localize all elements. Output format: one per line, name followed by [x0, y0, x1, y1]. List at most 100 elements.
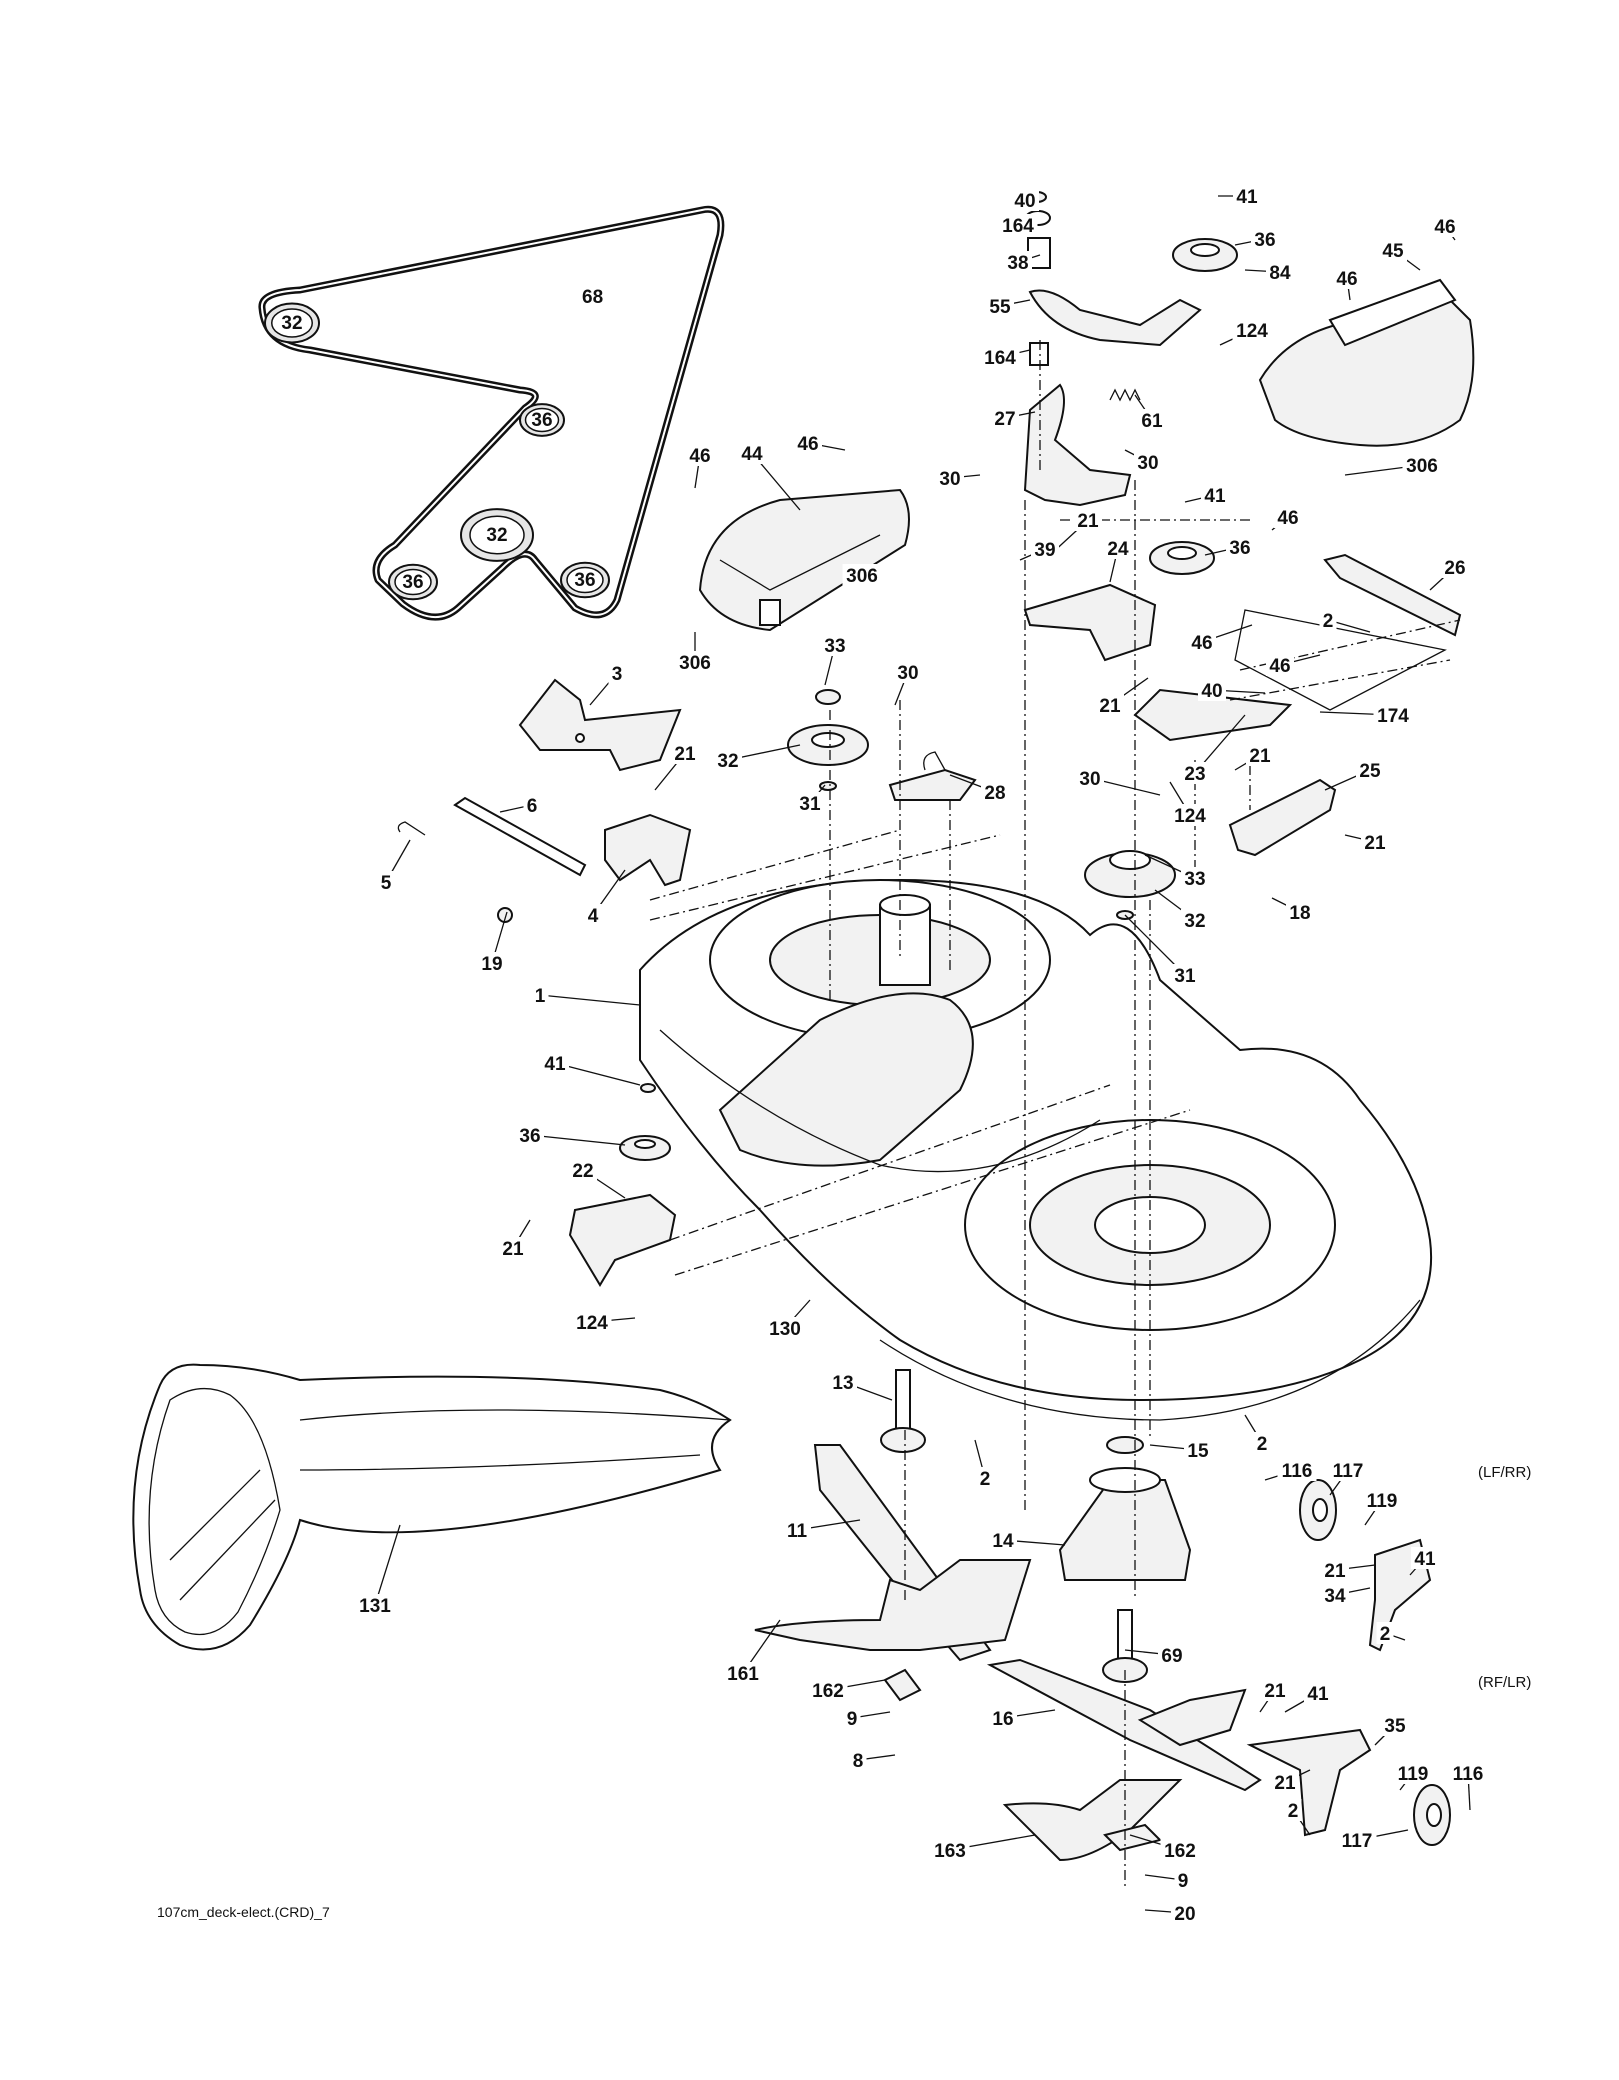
- callout-label-bg: [569, 1159, 597, 1181]
- callout-label-bg: [686, 444, 714, 466]
- callout-label: 38: [1007, 253, 1028, 274]
- callout-label: 16: [992, 1709, 1013, 1730]
- callout-label-bg: [808, 1679, 848, 1701]
- leader-line: [374, 1524, 401, 1606]
- rod-6: [453, 796, 587, 877]
- callout-label-bg: [523, 794, 541, 816]
- callout-label-bg: [1174, 1869, 1192, 1891]
- callout-label-bg: [986, 295, 1014, 317]
- callout-label: 32: [717, 751, 738, 772]
- callout-label-bg: [1246, 744, 1274, 766]
- callout-label: 9: [1178, 1871, 1189, 1892]
- bracket-26: [1234, 553, 1462, 711]
- callout-label: 8: [853, 1751, 864, 1772]
- callout-label-bg: [1376, 1622, 1394, 1644]
- callout-label: 46: [797, 434, 818, 455]
- callout-label-bg: [1232, 319, 1272, 341]
- callout-label-bg: [796, 792, 824, 814]
- callout-label: 22: [572, 1161, 593, 1182]
- callout-label: 36: [519, 1126, 540, 1147]
- callout-label-bg: [541, 1052, 569, 1074]
- callout-label-bg: [991, 407, 1019, 429]
- callout-label: 27: [994, 409, 1015, 430]
- discharge-chute: [132, 1363, 732, 1651]
- callout-label: 161: [727, 1664, 759, 1685]
- callout-label-bg: [989, 1707, 1017, 1729]
- callout-label: 33: [824, 636, 845, 657]
- callout-label: 46: [1434, 217, 1455, 238]
- callout-label: 6: [527, 796, 538, 817]
- callout-label: 31: [799, 794, 821, 815]
- callout-label: 21: [1077, 511, 1099, 532]
- belt-pulley-hub: [524, 407, 560, 433]
- callout-label: 30: [897, 663, 918, 684]
- callout-label-bg: [1226, 536, 1254, 558]
- callout-label: 163: [934, 1841, 966, 1862]
- callout-label-bg: [1134, 451, 1162, 473]
- pulley-36-left: [619, 1083, 671, 1161]
- callout-label-bg: [1286, 901, 1314, 923]
- callout-label-bg: [989, 1529, 1017, 1551]
- callout-label: 35: [1384, 1716, 1406, 1737]
- callout-label: 25: [1359, 761, 1381, 782]
- pulley-32-center: [787, 689, 869, 791]
- callout-label: 84: [1269, 263, 1291, 284]
- callout-label-bg: [675, 651, 715, 673]
- belt-cover-right: [1258, 278, 1475, 447]
- callout-label-bg: [1198, 679, 1226, 701]
- callout-label-bg: [998, 214, 1038, 236]
- callout-label: 41: [1307, 1684, 1329, 1705]
- callout-label-bg: [1253, 1432, 1271, 1454]
- mower-deck-housing: [639, 878, 1433, 1421]
- belt-pulley-hub: [566, 566, 604, 594]
- spring-61: [1109, 388, 1141, 402]
- callout-label: 46: [1336, 269, 1357, 290]
- callout-label-bg: [1233, 185, 1261, 207]
- callout-label: 174: [1377, 706, 1409, 727]
- callout-label-bg: [1448, 1762, 1488, 1784]
- callout-label-bg: [1356, 759, 1384, 781]
- callout-label-bg: [1074, 509, 1102, 531]
- callout-label: 21: [502, 1239, 524, 1260]
- callout-label-bg: [572, 1311, 612, 1333]
- belt-pulley-hub: [394, 568, 432, 596]
- callout-label-bg: [1321, 1559, 1349, 1581]
- callout-label-bg: [1171, 964, 1199, 986]
- callout-label: 23: [1184, 764, 1205, 785]
- callout-label: 40: [1201, 681, 1222, 702]
- variant-label-upper: (LF/RR): [1478, 1464, 1531, 1481]
- callout-label: 2: [1323, 611, 1334, 632]
- callout-label-bg: [671, 742, 699, 764]
- callout-label: 21: [1249, 746, 1271, 767]
- callout-label-bg: [1184, 1439, 1212, 1461]
- callout-label-bg: [981, 781, 1009, 803]
- callout-label: 3: [612, 664, 623, 685]
- callout-label: 32: [1184, 911, 1205, 932]
- callout-label: 26: [1444, 558, 1465, 579]
- callout-label: 30: [1137, 453, 1158, 474]
- callout-label: 116: [1282, 1461, 1313, 1482]
- callout-label-bg: [1431, 215, 1459, 237]
- callout-label-bg: [1393, 1762, 1433, 1784]
- callout-label-bg: [1321, 1584, 1349, 1606]
- callout-label: 46: [1191, 633, 1212, 654]
- callout-label-bg: [1328, 1459, 1368, 1481]
- leader-line: [554, 1062, 641, 1086]
- callout-label-bg: [821, 634, 849, 656]
- callout-label: 1: [535, 986, 546, 1007]
- callout-label: 34: [1324, 1586, 1346, 1607]
- callout-label: 131: [359, 1596, 391, 1617]
- callout-labels: 4016438551642730392124413684124613041364…: [355, 185, 1488, 1925]
- callout-label: 5: [381, 873, 392, 894]
- callout-label-bg: [894, 661, 922, 683]
- callout-label: 45: [1382, 241, 1404, 262]
- callout-label: 117: [1342, 1831, 1373, 1852]
- callout-label-bg: [499, 1237, 527, 1259]
- callout-label: 162: [1164, 1841, 1196, 1862]
- callout-label-bg: [1441, 556, 1469, 578]
- callout-label: 36: [1229, 538, 1250, 559]
- callout-label-bg: [1362, 1489, 1402, 1511]
- callout-label-bg: [842, 564, 882, 586]
- diagram-caption: 107cm_deck-elect.(CRD)_7: [157, 1904, 330, 1920]
- bracket-23: [1133, 688, 1293, 742]
